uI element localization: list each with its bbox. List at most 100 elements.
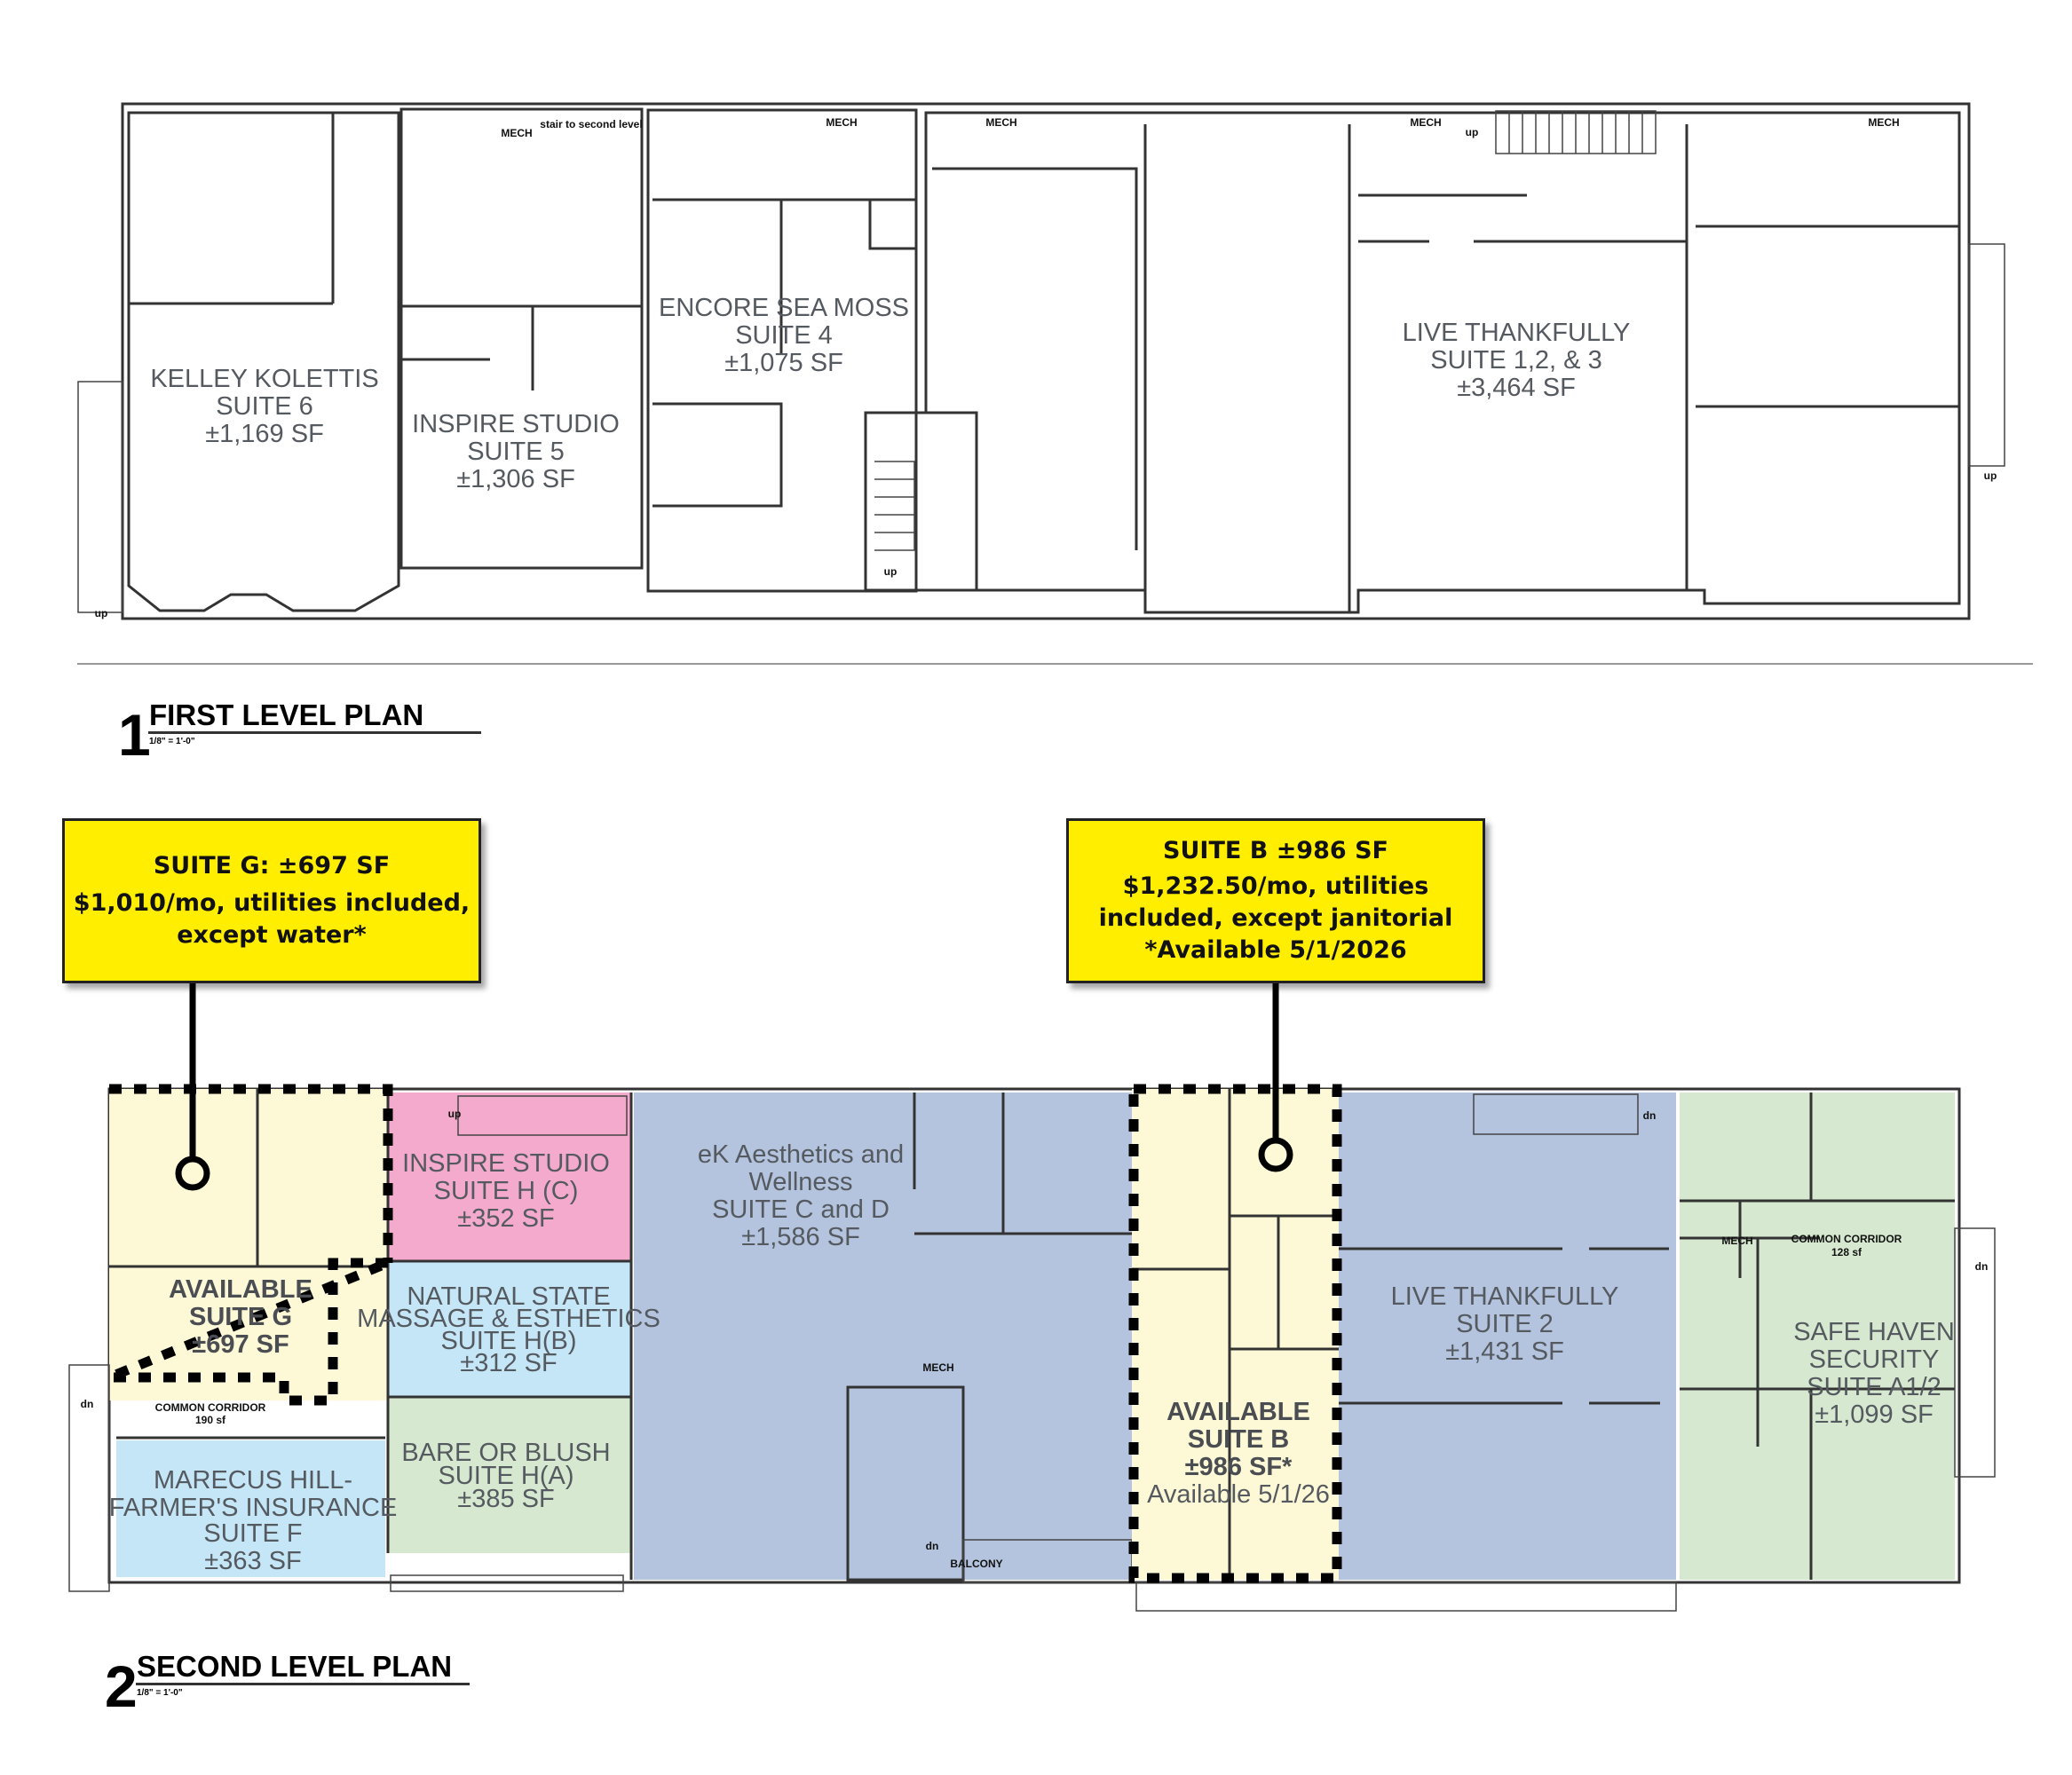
suite-label-line: ±3,464 SF xyxy=(1457,374,1576,402)
mech-label: MECH xyxy=(1410,116,1441,129)
suite-hb-label: NATURAL STATE MASSAGE & ESTHETICS SUITE … xyxy=(357,1282,660,1377)
suite-label-line: SUITE 2 xyxy=(1456,1310,1554,1338)
suite-b-area xyxy=(1132,1089,1339,1580)
callout-note: except water* xyxy=(177,921,367,949)
balcony-label: BALCONY xyxy=(950,1558,1002,1570)
suite-label-line: MASSAGE & ESTHETICS xyxy=(357,1305,660,1333)
second-level-plan: COMMON CORRIDOR 190 sf COMMON CORRIDOR 1… xyxy=(68,982,1996,1612)
suite-label-line: LIVE THANKFULLY xyxy=(1403,319,1631,347)
suite-2-area xyxy=(1339,1093,1676,1580)
suite-label-line: ±986 SF* xyxy=(1185,1453,1293,1481)
mech-label: MECH xyxy=(922,1361,953,1374)
suite-4-label: ENCORE SEA MOSS SUITE 4 ±1,075 SF xyxy=(659,294,909,377)
corridor-area: 190 sf xyxy=(195,1414,226,1426)
first-level-mech-tags: MECH stair to second level MECH MECH MEC… xyxy=(95,116,1997,619)
exterior-stair-left xyxy=(77,381,123,613)
suite-label-line: SUITE B xyxy=(1188,1425,1289,1454)
mech-label: MECH xyxy=(985,116,1016,129)
corridor-label: COMMON CORRIDOR xyxy=(155,1401,266,1414)
suite-label-line: INSPIRE STUDIO xyxy=(412,410,620,438)
callout-price: $1,232.50/mo, utilities xyxy=(1122,872,1429,900)
first-level-title-rule xyxy=(148,731,481,734)
up-label: up xyxy=(95,607,108,619)
up-label: up xyxy=(884,565,898,578)
suite-label-line: ±1,169 SF xyxy=(205,420,324,448)
suite-label-line: SAFE HAVEN xyxy=(1793,1318,1955,1346)
suite-4-area xyxy=(646,108,918,593)
suite-g-callout: SUITE G: ±697 SF $1,010/mo, utilities in… xyxy=(62,818,481,983)
corridor-area: 128 sf xyxy=(1831,1246,1862,1258)
first-level-title: FIRST LEVEL PLAN xyxy=(149,698,424,731)
second-stair-center xyxy=(846,1385,965,1582)
suite-label-line: ±312 SF xyxy=(460,1349,557,1377)
corridor-label: COMMON CORRIDOR xyxy=(1791,1233,1902,1245)
suite-label-line: ±385 SF xyxy=(457,1485,554,1513)
suite-b-availability-border xyxy=(1128,1084,1342,1583)
suite-label-line: FARMER'S INSURANCE xyxy=(109,1494,398,1522)
suite-5-area xyxy=(399,107,644,570)
suite-2-label: LIVE THANKFULLY SUITE 2 ±1,431 SF xyxy=(1391,1282,1619,1366)
suite-label-line: ±1,075 SF xyxy=(724,349,843,377)
suite-label-line: ±1,306 SF xyxy=(456,465,575,493)
exterior-stair-left xyxy=(68,1364,110,1592)
suite-g-area xyxy=(109,1089,388,1400)
second-level-title-rule xyxy=(136,1683,470,1685)
suite-label-line: KELLEY KOLETTIS xyxy=(150,365,378,393)
second-stair-left xyxy=(457,1095,628,1136)
up-label: up xyxy=(1466,126,1479,138)
suite-label-line: MARECUS HILL- xyxy=(154,1466,352,1495)
suite-label-line: ±363 SF xyxy=(204,1547,301,1575)
callout-title: SUITE G: ±697 SF xyxy=(153,852,391,880)
suite-label-line: eK Aesthetics and xyxy=(698,1140,904,1169)
suite-hc-area xyxy=(388,1093,631,1261)
mech-label: MECH xyxy=(1868,116,1899,129)
up-label: up xyxy=(448,1108,462,1120)
suite-label-line: SUITE 4 xyxy=(735,321,833,350)
second-level-title: SECOND LEVEL PLAN xyxy=(137,1650,453,1683)
up-label: up xyxy=(1984,469,1997,482)
suite-ha-label: BARE OR BLUSH SUITE H(A) ±385 SF xyxy=(401,1439,610,1513)
suite-label-line: ±1,431 SF xyxy=(1445,1337,1564,1366)
suite-f-area xyxy=(116,1440,385,1577)
suite-label-line: NATURAL STATE xyxy=(407,1282,610,1311)
suite-label-line: SUITE 1,2, & 3 xyxy=(1430,346,1601,375)
suite-cd-label: eK Aesthetics and Wellness SUITE C and D… xyxy=(698,1140,904,1251)
suite-hc-label: INSPIRE STUDIO SUITE H (C) ±352 SF xyxy=(402,1149,610,1233)
callout-note: included, except janitorial xyxy=(1098,904,1453,932)
second-level-number: 2 xyxy=(105,1653,138,1719)
first-level-number: 1 xyxy=(118,702,151,768)
dn-label: dn xyxy=(81,1398,94,1410)
first-level-scale: 1/8" = 1'-0" xyxy=(149,737,195,746)
suite-label-line: Wellness xyxy=(748,1168,852,1196)
callout-price: $1,010/mo, utilities included, xyxy=(73,889,471,917)
suite-label-line: SUITE G xyxy=(189,1303,292,1331)
suite-label-line: Available 5/1/26 xyxy=(1147,1480,1330,1509)
exterior-stair-right xyxy=(1968,243,2005,467)
suite-6-area xyxy=(127,111,400,612)
mech-label: MECH xyxy=(1721,1235,1752,1247)
suite-g-label: AVAILABLE SUITE G ±697 SF xyxy=(169,1275,312,1359)
mech-label: MECH xyxy=(501,127,532,139)
suite-f-label: MARECUS HILL- FARMER'S INSURANCE SUITE F… xyxy=(109,1466,398,1575)
stair-label: stair to second level xyxy=(540,118,642,130)
second-level-tags: COMMON CORRIDOR 190 sf COMMON CORRIDOR 1… xyxy=(81,1108,1989,1570)
suite-5-label: INSPIRE STUDIO SUITE 5 ±1,306 SF xyxy=(412,410,620,493)
suite-6-label: KELLEY KOLETTIS SUITE 6 ±1,169 SF xyxy=(150,365,378,448)
suite-ha-area xyxy=(388,1397,631,1553)
second-level-scale: 1/8" = 1'-0" xyxy=(137,1688,183,1698)
dn-label: dn xyxy=(1643,1109,1657,1122)
suite-label-line: AVAILABLE xyxy=(1166,1398,1310,1426)
suite-label-line: SUITE 5 xyxy=(467,438,565,466)
suite-label-line: SUITE 6 xyxy=(216,392,313,421)
suite-label-line: SUITE H (C) xyxy=(434,1177,579,1205)
dn-label: dn xyxy=(1975,1260,1989,1273)
suite-label-line: ±352 SF xyxy=(457,1204,554,1233)
mech-label: MECH xyxy=(826,116,857,129)
suite-hb-area xyxy=(388,1261,631,1397)
suite-g-availability-border xyxy=(107,1084,393,1406)
suite-b-marker xyxy=(1258,1137,1293,1172)
suite-b-label: AVAILABLE SUITE B ±986 SF* Available 5/1… xyxy=(1147,1398,1330,1509)
suite-label-line: LIVE THANKFULLY xyxy=(1391,1282,1619,1311)
suite-1-2-3-label: LIVE THANKFULLY SUITE 1,2, & 3 ±3,464 SF xyxy=(1403,319,1631,402)
